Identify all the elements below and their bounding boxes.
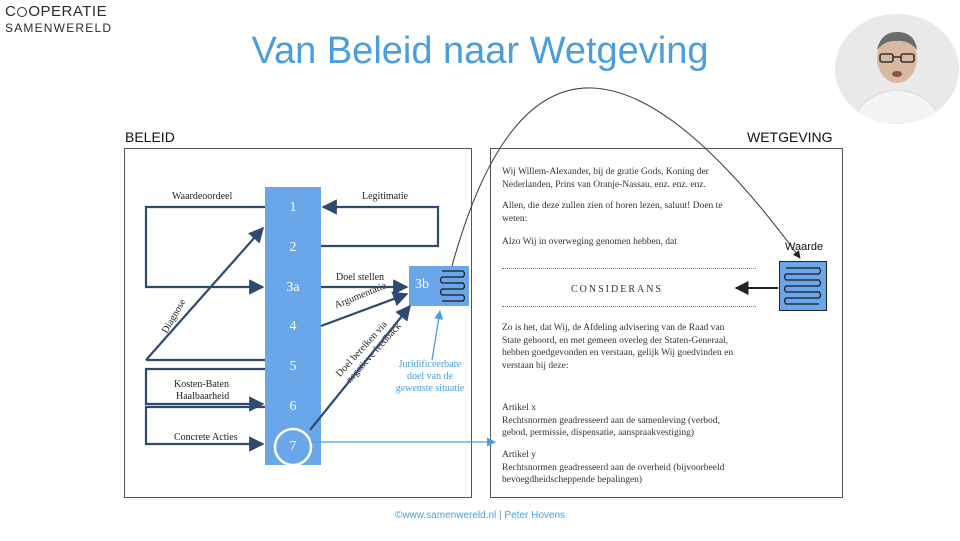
dotted-divider-bottom <box>502 306 756 307</box>
label-waardeoordeel: Waardeoordeel <box>172 191 233 202</box>
presenter-avatar-icon <box>835 14 959 124</box>
label-concrete-acties: Concrete Acties <box>174 432 238 443</box>
step-7-circle <box>273 427 313 467</box>
label-doel-stellen: Doel stellen <box>336 272 385 283</box>
presenter-webcam <box>835 14 959 124</box>
wetgeving-panel <box>490 148 843 498</box>
logo-subtitle: SAMENWERELD <box>5 21 113 35</box>
artikel-x: Artikel x Rechtsnormen geadresseerd aan … <box>502 403 720 438</box>
label-haalbaarheid: Haalbaarheid <box>176 391 230 402</box>
logo-ring-icon <box>17 7 28 17</box>
law-intro-paragraph: Wij Willem-Alexander, bij de gratie Gods… <box>502 167 709 190</box>
law-consideration-paragraph: Alzo Wij in overweging genomen hebben, d… <box>502 237 677 247</box>
dotted-divider-top <box>502 268 756 269</box>
step-1: 1 <box>289 200 297 215</box>
step-3b-label: 3b <box>415 277 429 292</box>
juridificeerbare-note: Juridificeerbare doel van de gewenste si… <box>395 359 465 394</box>
step-2: 2 <box>289 240 297 255</box>
step-3a: 3a <box>286 280 300 295</box>
waarde-box <box>779 261 827 311</box>
artikel-y: Artikel y Rechtsnormen geadresseerd aan … <box>502 450 725 485</box>
slide-title: Van Beleid naar Wetgeving <box>251 30 709 72</box>
considerans-label: CONSIDERANS <box>570 284 663 295</box>
step-4: 4 <box>289 319 297 334</box>
beleid-panel <box>124 148 472 498</box>
step-6: 6 <box>289 399 297 414</box>
label-legitimatie: Legitimatie <box>362 191 409 202</box>
waarde-spring-icon <box>783 267 822 305</box>
logo-text-start: C <box>5 3 17 20</box>
law-greeting-paragraph: Allen, die deze zullen zien of horen lez… <box>502 201 723 224</box>
step-3b-box: 3b <box>409 266 469 306</box>
step-5: 5 <box>289 359 297 374</box>
law-enactment-paragraph: Zo is het, dat Wij, de Afdeling adviseri… <box>502 323 734 371</box>
wetgeving-heading: WETGEVING <box>747 129 833 145</box>
logo-text-end: OPERATIE <box>28 3 108 20</box>
policy-cycle-column <box>265 187 321 465</box>
footer-credit: ©www.samenwereld.nl | Peter Hovens <box>394 510 566 521</box>
step-3b-spring-icon <box>439 270 466 302</box>
step-7: 7 <box>289 439 297 454</box>
label-kosten-baten: Kosten-Baten <box>174 379 229 390</box>
logo: C OPERATIE SAMENWERELD <box>5 4 112 34</box>
beleid-heading: BELEID <box>125 129 175 145</box>
